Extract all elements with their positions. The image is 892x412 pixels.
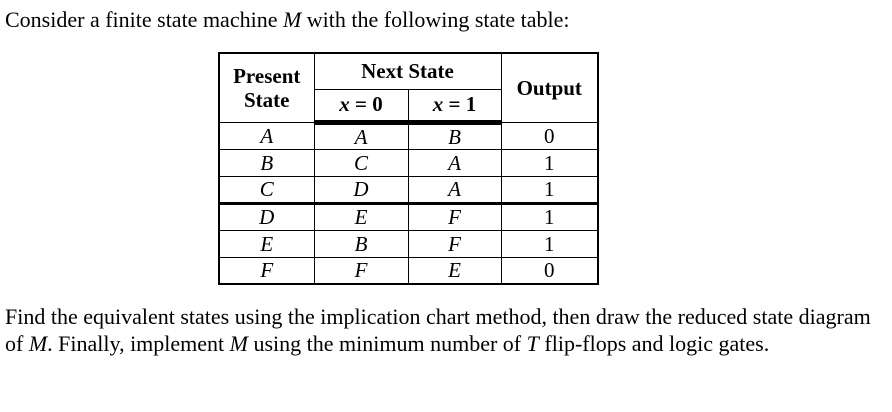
present-state-header-line1: Present bbox=[233, 63, 301, 88]
output-cell: 0 bbox=[500, 121, 599, 150]
next-state-x1-cell: F bbox=[407, 229, 502, 258]
present-state-cell: A bbox=[218, 121, 315, 150]
header-row-top: Present State Next State Output bbox=[218, 52, 599, 123]
next-state-x0-cell: B bbox=[313, 229, 409, 258]
x0-header-rest: = 0 bbox=[349, 92, 383, 117]
header-row-inputs: x = 0 x = 1 bbox=[219, 88, 598, 125]
x0-header: x = 0 bbox=[313, 88, 409, 125]
next-state-x1-cell: B bbox=[407, 121, 502, 150]
flipflop-type: T bbox=[526, 330, 539, 356]
output-cell: 0 bbox=[500, 256, 599, 285]
state-table-body: A A B 0 B C A 1 C D A 1 D E F 1 bbox=[218, 121, 599, 285]
intro-text-prefix: Consider a finite state machine bbox=[5, 7, 283, 32]
x0-header-var: x bbox=[339, 92, 350, 117]
task-paragraph: Find the equivalent states using the imp… bbox=[5, 304, 889, 357]
next-state-x0-cell: F bbox=[313, 256, 409, 285]
output-cell: 1 bbox=[500, 229, 599, 258]
present-state-cell: D bbox=[218, 202, 315, 231]
present-state-header: Present State bbox=[218, 52, 315, 123]
machine-name: M bbox=[28, 330, 48, 356]
state-table: Present State Next State Output x = 0 x … bbox=[218, 52, 599, 286]
present-state-cell: E bbox=[218, 229, 315, 258]
output-cell: 1 bbox=[500, 175, 599, 205]
next-state-x1-cell: E bbox=[407, 256, 502, 285]
table-row: A A B 0 bbox=[218, 121, 599, 150]
task-text-part1: Find the equivalent states using the imp… bbox=[5, 304, 871, 356]
machine-name: M bbox=[229, 330, 248, 356]
output-cell: 1 bbox=[500, 148, 599, 177]
present-state-cell: C bbox=[218, 175, 315, 205]
x1-header: x = 1 bbox=[407, 88, 502, 125]
intro-text-suffix: with the following state table: bbox=[301, 7, 570, 32]
next-state-x1-cell: F bbox=[407, 202, 502, 231]
x1-header-var: x bbox=[432, 92, 444, 117]
table-row: D E F 1 bbox=[218, 202, 599, 231]
next-state-header: Next State bbox=[313, 52, 502, 90]
present-state-cell: B bbox=[218, 148, 315, 177]
present-state-cell: F bbox=[218, 256, 315, 285]
next-state-x0-cell: E bbox=[313, 202, 409, 231]
intro-paragraph: Consider a finite state machine M with t… bbox=[5, 7, 875, 34]
table-row: B C A 1 bbox=[218, 148, 599, 177]
next-state-x0-cell: C bbox=[313, 148, 409, 177]
output-header: Output bbox=[500, 52, 599, 123]
present-state-header-line2: State bbox=[244, 87, 290, 112]
task-text-part3: using the minimum number of bbox=[247, 330, 527, 356]
next-state-x1-cell: A bbox=[407, 175, 502, 205]
machine-name: M bbox=[282, 7, 302, 32]
next-state-x0-cell: A bbox=[313, 121, 409, 150]
output-cell: 1 bbox=[500, 202, 599, 231]
task-text-part4: flip-flops and logic gates. bbox=[538, 330, 770, 356]
state-table-header: Present State Next State Output x = 0 x … bbox=[218, 52, 599, 125]
next-state-x1-cell: A bbox=[407, 148, 502, 177]
table-row: C D A 1 bbox=[218, 175, 599, 205]
table-row: F F E 0 bbox=[218, 256, 599, 285]
task-text-part2: . Finally, implement bbox=[47, 330, 230, 356]
next-state-x0-cell: D bbox=[313, 175, 409, 205]
table-row: E B F 1 bbox=[218, 229, 599, 258]
x1-header-rest: = 1 bbox=[443, 92, 477, 117]
